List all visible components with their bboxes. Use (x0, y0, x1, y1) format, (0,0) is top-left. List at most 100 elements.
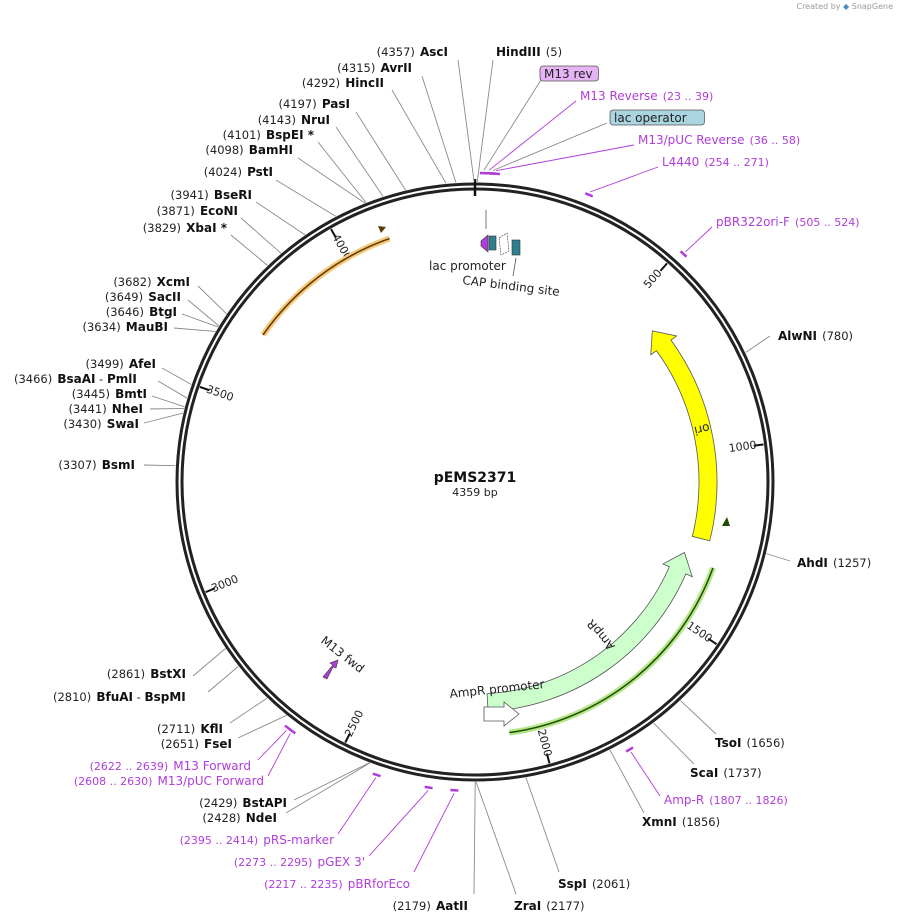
primer-position: (505 .. 524) (795, 216, 860, 229)
tick-mark (205, 587, 216, 594)
site-name: AvrII (380, 61, 412, 75)
site-name: AatII (436, 899, 468, 913)
site-name: PasI (322, 97, 350, 111)
primer-leader-line (630, 751, 661, 797)
tick-label: 2000 (535, 728, 555, 758)
snapgene-logo-icon: ◆ (843, 2, 850, 11)
snapgene-credit: Created by ◆ SnapGene (796, 2, 893, 11)
site-label-hindiii: HindIII (5) (496, 41, 562, 60)
primer-position: (1807 .. 1826) (709, 794, 788, 807)
primer-leader-line (337, 777, 377, 835)
site-label-fsei: (2651) FseI (161, 733, 232, 752)
site-leader-line (475, 781, 517, 895)
primer-leader-line (483, 79, 542, 171)
primer-label-lac-operator: lac operator (614, 111, 687, 125)
ampr-feature (486, 551, 693, 713)
m13-fwd-feature (322, 659, 339, 680)
primer-label-pgex-3: (2273 .. 2295) pGEX 3' (234, 851, 365, 870)
credit-prefix: Created by (796, 2, 841, 11)
site-leader-line (335, 126, 384, 197)
site-position: (4315) (337, 61, 375, 75)
orange-primer-arc-core (262, 237, 390, 336)
site-name: NruI (301, 113, 330, 127)
site-position: (2061) (592, 877, 630, 891)
tick-mark (707, 637, 718, 646)
site-label-bspei: (4101) BspEI * (223, 124, 315, 143)
site-name: AscI (420, 45, 448, 59)
ampr-label: AmpR (584, 617, 618, 654)
primer-leader-line (589, 166, 659, 193)
primer-label-m13-puc-reverse: M13/pUC Reverse (36 .. 58) (638, 129, 800, 148)
site-label-nhei: (3441) NheI (68, 398, 143, 417)
site-name: SacII (148, 290, 181, 304)
site-leader-line (285, 762, 371, 814)
site-position: (4197) (278, 97, 316, 111)
site-leader-lines (143, 59, 791, 895)
site-separator: - (95, 372, 106, 386)
primer-leader-line (413, 793, 455, 873)
primer-name: pGEX 3' (318, 855, 365, 869)
tick-label: 2500 (342, 708, 366, 739)
tick-mark (330, 228, 337, 239)
site-label-xbai: (3829) XbaI * (143, 217, 228, 236)
site-position: (1856) (682, 815, 720, 829)
primer-leader-line (488, 100, 577, 171)
cap-binding-site-feature (511, 239, 521, 256)
site-label-ahdi: AhdI (1257) (797, 552, 871, 571)
credit-brand: SnapGene (851, 2, 893, 11)
site-label-bmti: (3445) BmtI (72, 383, 147, 402)
site-name: BspEI * (266, 128, 315, 142)
primer-position: (254 .. 271) (704, 156, 769, 169)
primer-mark (450, 788, 459, 792)
site-position: (3441) (68, 402, 106, 416)
primer-mark (625, 746, 634, 753)
site-leader-line (297, 157, 366, 204)
site-position: (4292) (302, 76, 340, 90)
site-leader-line (525, 777, 560, 873)
site-name: BseRI (214, 188, 252, 202)
primer-label-l4440: L4440 (254 .. 271) (662, 151, 769, 170)
lac-promoter-arrow (498, 232, 510, 256)
site-name: BsaAI (57, 372, 95, 386)
site-label-bstxi: (2861) BstXI (107, 663, 186, 682)
site-leader-line (391, 89, 447, 184)
site-position: (2428) (202, 811, 240, 825)
primer-mark (424, 785, 433, 790)
tick-label: 1000 (728, 438, 757, 455)
primer-position: (2622 .. 2639) (90, 760, 169, 773)
primer-name: pBRforEco (348, 877, 410, 891)
site-position: (2810) (53, 690, 91, 704)
site-leader-line (143, 412, 184, 424)
site-leader-line (317, 141, 367, 203)
site-label-bseri: (3941) BseRI (171, 184, 252, 203)
site-position: (3941) (171, 188, 209, 202)
site-position: (4101) (223, 128, 261, 142)
primer-name: pRS-marker (263, 833, 334, 847)
site-name: ZraI (514, 899, 541, 913)
primer-leader-line (257, 730, 287, 761)
site-label-sacii: (3649) SacII (105, 286, 181, 305)
site-label-swai: (3430) SwaI (63, 413, 139, 432)
site-position: (5) (546, 45, 562, 59)
primer-name: pBR322ori-F (716, 215, 790, 229)
primer-leader-line (267, 733, 291, 777)
site-position: (4098) (205, 143, 243, 157)
lac-promoter-label: lac promoter (429, 259, 506, 273)
site-leader-line (680, 700, 717, 735)
site-position: (2651) (161, 737, 199, 751)
site-position: (2711) (157, 722, 195, 736)
site-leader-line (192, 648, 226, 677)
site-label-alwni: AlwNI (780) (778, 325, 853, 344)
cap-leader (512, 257, 517, 277)
site-position: (3430) (63, 417, 101, 431)
site-name: HincII (345, 76, 384, 90)
tick-mark (659, 262, 668, 272)
site-leader-line (355, 111, 406, 191)
site-leader-line (766, 553, 791, 562)
site-name: BtgI (149, 305, 177, 319)
primer-leader-line (496, 144, 635, 172)
primer-label-amp-r: Amp-R (1807 .. 1826) (664, 789, 788, 808)
lac-promoter-feature (480, 234, 489, 253)
site-position: (4024) (204, 165, 242, 179)
